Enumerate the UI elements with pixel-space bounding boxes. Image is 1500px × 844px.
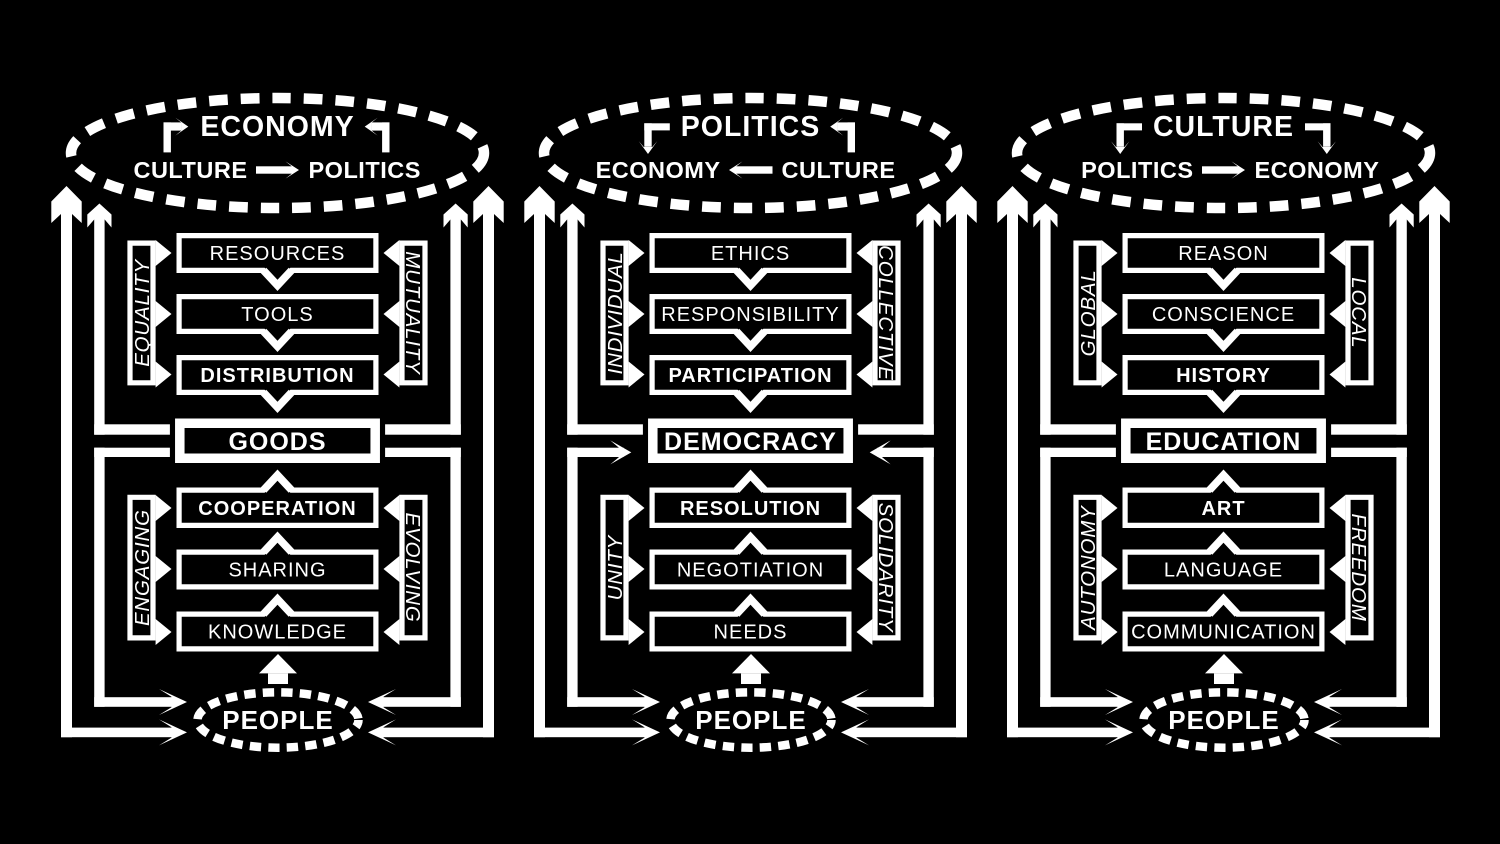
svg-text:EVOLVING: EVOLVING: [401, 513, 424, 623]
svg-text:EQUALITY: EQUALITY: [131, 258, 154, 366]
svg-text:COOPERATION: COOPERATION: [198, 498, 356, 520]
svg-text:LANGUAGE: LANGUAGE: [1164, 560, 1283, 582]
svg-text:ART: ART: [1201, 498, 1245, 520]
svg-text:COMMUNICATION: COMMUNICATION: [1131, 622, 1316, 644]
svg-text:AUTONOMY: AUTONOMY: [1077, 505, 1100, 632]
svg-text:NEEDS: NEEDS: [714, 622, 788, 644]
svg-text:ECONOMY: ECONOMY: [1255, 157, 1380, 183]
svg-text:DEMOCRACY: DEMOCRACY: [664, 428, 837, 456]
svg-text:SOLIDARITY: SOLIDARITY: [874, 503, 897, 633]
svg-text:TOOLS: TOOLS: [241, 304, 313, 326]
svg-text:DISTRIBUTION: DISTRIBUTION: [200, 365, 354, 387]
svg-text:LOCAL: LOCAL: [1347, 277, 1370, 348]
svg-text:POLITICS: POLITICS: [1081, 157, 1193, 183]
svg-text:CULTURE: CULTURE: [133, 157, 247, 183]
svg-text:RESPONSIBILITY: RESPONSIBILITY: [661, 304, 840, 326]
svg-text:PEOPLE: PEOPLE: [222, 705, 333, 735]
svg-text:POLITICS: POLITICS: [681, 111, 820, 143]
svg-text:RESOURCES: RESOURCES: [210, 243, 346, 265]
svg-text:CONSCIENCE: CONSCIENCE: [1152, 304, 1295, 326]
svg-text:ENGAGING: ENGAGING: [131, 509, 154, 626]
svg-text:GOODS: GOODS: [228, 428, 326, 456]
svg-text:MUTUALITY: MUTUALITY: [401, 251, 424, 375]
svg-text:CULTURE: CULTURE: [1153, 111, 1294, 143]
svg-text:PARTICIPATION: PARTICIPATION: [668, 365, 832, 387]
svg-text:RESOLUTION: RESOLUTION: [680, 498, 821, 520]
svg-text:INDIVIDUAL: INDIVIDUAL: [604, 251, 627, 374]
svg-text:HISTORY: HISTORY: [1176, 365, 1271, 387]
svg-text:GLOBAL: GLOBAL: [1077, 269, 1100, 356]
svg-text:ECONOMY: ECONOMY: [200, 111, 354, 143]
svg-text:ETHICS: ETHICS: [711, 243, 790, 265]
svg-text:ECONOMY: ECONOMY: [596, 157, 721, 183]
svg-text:KNOWLEDGE: KNOWLEDGE: [208, 622, 347, 644]
svg-text:UNITY: UNITY: [604, 534, 627, 600]
svg-text:FREEDOM: FREEDOM: [1347, 514, 1370, 622]
svg-text:PEOPLE: PEOPLE: [1168, 705, 1279, 735]
svg-text:CULTURE: CULTURE: [782, 157, 896, 183]
svg-text:SHARING: SHARING: [228, 560, 326, 582]
svg-text:PEOPLE: PEOPLE: [695, 705, 806, 735]
svg-text:POLITICS: POLITICS: [309, 157, 421, 183]
svg-text:NEGOTIATION: NEGOTIATION: [677, 560, 824, 582]
svg-text:REASON: REASON: [1178, 243, 1268, 265]
svg-text:COLLECTIVE: COLLECTIVE: [874, 245, 897, 381]
svg-text:EDUCATION: EDUCATION: [1146, 428, 1302, 456]
